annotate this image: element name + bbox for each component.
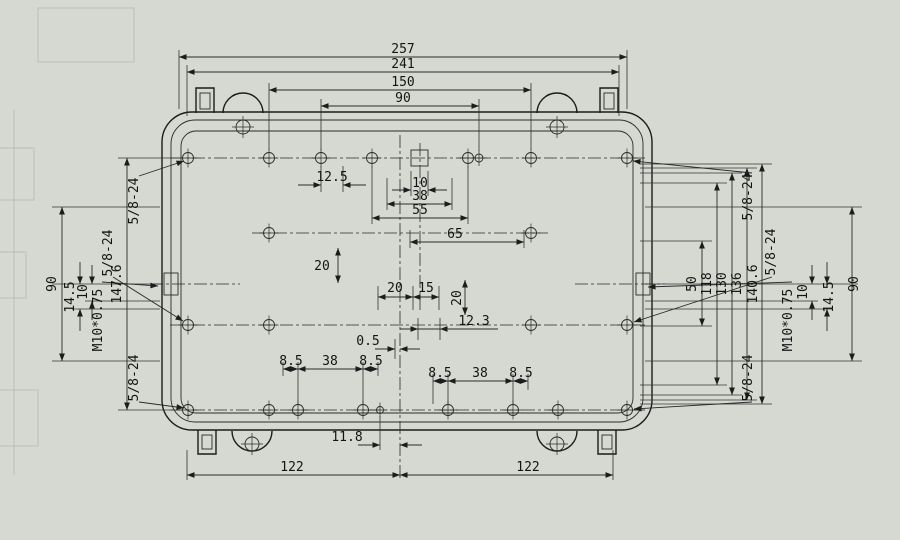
- leader-lines-segment: [112, 276, 184, 322]
- mount-ear-top-left: [222, 92, 264, 114]
- dim-90-top: 90: [395, 91, 411, 106]
- dim-12-3: 12.3: [458, 314, 489, 329]
- dim-11-8: 11.8: [331, 430, 362, 445]
- enclosure-outline-segment: [180, 130, 634, 414]
- thread-callout-m10-left: M10*0.75: [91, 289, 106, 352]
- dim-150: 150: [391, 75, 414, 90]
- enclosure-outline-segment: [601, 434, 613, 450]
- leader-lines-segment: [633, 401, 753, 412]
- dim-118: 118: [700, 272, 715, 295]
- dimension-lines: [59, 54, 855, 478]
- scan-artifacts: [0, 7, 135, 475]
- dim-122-right: 122: [516, 460, 539, 475]
- dim-90-left: 90: [45, 276, 60, 292]
- thread-callout-right-bottom: 5/8-24: [741, 354, 756, 401]
- enclosure-outline-segment: [161, 111, 653, 431]
- dim-38-a: 38: [322, 354, 338, 369]
- leader-lines-segment: [138, 401, 185, 410]
- enclosure-outline-segment: [170, 119, 644, 423]
- leader-lines-segment: [138, 160, 185, 177]
- dim-14-5-left: 14.5: [63, 281, 78, 312]
- leader-lines-segment: [632, 158, 753, 174]
- dim-flange-width: 241: [391, 57, 414, 72]
- leader-lines-segment: [101, 281, 159, 289]
- thread-callout-left-bottom: 5/8-24: [127, 354, 142, 401]
- dim-8-5-a: 8.5: [279, 354, 302, 369]
- enclosure-outline-segment: [603, 92, 615, 110]
- scan-artifacts-segment: [0, 251, 27, 299]
- dim-136: 136: [730, 272, 745, 295]
- dim-15: 15: [418, 281, 434, 296]
- thread-callout-left-mid: 5/8-24: [101, 229, 116, 276]
- dim-20-vertical: 20: [450, 290, 465, 306]
- dim-130: 130: [715, 272, 730, 295]
- tab-top-right: [599, 87, 619, 113]
- enclosure-outline-segment: [199, 92, 211, 110]
- mount-ear-top-right: [536, 92, 578, 114]
- scan-artifacts-segment: [0, 389, 39, 447]
- dim-8-5-d: 8.5: [509, 366, 532, 381]
- dim-8-5-c: 8.5: [428, 366, 451, 381]
- dim-20-left: 20: [314, 259, 330, 274]
- dim-38-b: 38: [472, 366, 488, 381]
- drill-holes: [178, 116, 637, 455]
- scan-artifacts-segment: [37, 7, 135, 63]
- dim-20-mid: 20: [387, 281, 403, 296]
- dim-38: 38: [412, 189, 428, 204]
- leader-lines-segment: [647, 281, 793, 290]
- dim-140-6: 140.6: [746, 264, 761, 303]
- scan-artifacts-segment: [0, 147, 35, 201]
- dim-14-5-right: 14.5: [822, 281, 837, 312]
- tab-bottom-right: [597, 430, 617, 455]
- dimension-labels: 257 241 150 90 12.5 10 38 55 65 20 20 15…: [45, 42, 862, 475]
- leader-lines: [77, 158, 830, 448]
- leader-lines-segment: [633, 276, 773, 323]
- dim-10: 10: [412, 176, 428, 191]
- dim-122-left: 122: [280, 460, 303, 475]
- extension-lines: [52, 50, 862, 480]
- dim-10-right: 10: [796, 284, 811, 300]
- dim-50: 50: [685, 276, 700, 292]
- dim-147-6: 147.6: [110, 264, 125, 303]
- dim-0-5: 0.5: [356, 334, 379, 349]
- dim-65: 65: [447, 227, 463, 242]
- tab-top-left: [195, 87, 215, 113]
- tab-bottom-left: [197, 430, 217, 455]
- dim-overall-width: 257: [391, 42, 414, 57]
- dim-12-5: 12.5: [316, 170, 347, 185]
- enclosure-outline-segment: [201, 434, 213, 450]
- dim-90-right: 90: [847, 276, 862, 292]
- dim-10-left: 10: [76, 284, 91, 300]
- dim-8-5-b: 8.5: [359, 354, 382, 369]
- thread-callout-right-mid: 5/8-24: [764, 228, 779, 275]
- enclosure-outline: [161, 87, 653, 455]
- thread-callout-left-top: 5/8-24: [127, 177, 142, 224]
- thread-callout-right-top: 5/8-24: [741, 173, 756, 220]
- centerlines: [150, 135, 665, 480]
- thread-callout-m10-right: M10*0.75: [781, 289, 796, 352]
- dim-55: 55: [412, 203, 428, 218]
